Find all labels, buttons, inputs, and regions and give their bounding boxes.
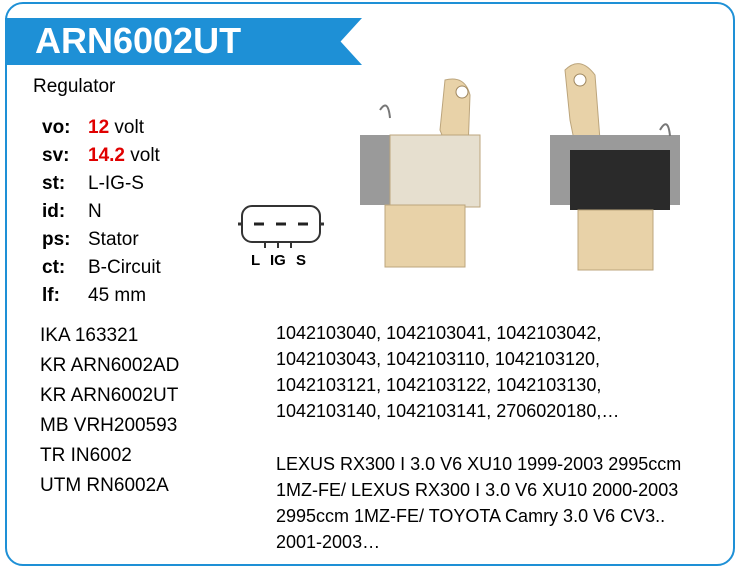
spec-value: 45 mm (88, 285, 147, 306)
spec-key: ct: (42, 257, 66, 278)
cross-ref-item: MB VRH200593 (40, 415, 178, 436)
title-banner: ARN6002UT (5, 18, 362, 65)
spec-key: lf: (42, 285, 60, 306)
spec-value: Stator (88, 229, 139, 250)
spec-value: B-Circuit (88, 257, 161, 278)
spec-row: vo: 12 volt (42, 117, 161, 145)
oe-numbers: 1042103040, 1042103041, 1042103042, 1042… (276, 323, 620, 421)
spec-key: ps: (42, 229, 71, 250)
product-card (5, 2, 735, 566)
cross-ref-item: UTM RN6002A (40, 475, 169, 496)
connector-diagram-icon: L IG S (238, 205, 324, 269)
pin-label: S (296, 252, 306, 269)
product-photo-front (360, 78, 481, 268)
product-title: ARN6002UT (35, 20, 242, 61)
spec-value: N (88, 201, 102, 222)
spec-value: L-IG-S (88, 173, 144, 194)
cross-ref-item: KR ARN6002UT (40, 385, 179, 406)
spec-row: ps: Stator (42, 229, 161, 257)
product-photo-back (550, 63, 680, 271)
pin-label: L (251, 252, 260, 269)
cross-ref-item: TR IN6002 (40, 445, 132, 466)
spec-row: st: L-IG-S (42, 173, 161, 201)
cross-ref-item: IKA 163321 (40, 325, 139, 346)
spec-row: sv: 14.2 volt (42, 145, 161, 173)
spec-key: sv: (42, 145, 70, 166)
spec-unit: volt (114, 117, 144, 138)
cross-ref-item: KR ARN6002AD (40, 355, 180, 376)
spec-row: ct: B-Circuit (42, 257, 161, 285)
spec-key: id: (42, 201, 66, 222)
pin-label: IG (270, 252, 286, 269)
spec-value: 14.2 (88, 145, 125, 166)
product-type: Regulator (33, 76, 116, 97)
spec-value: 12 (88, 117, 110, 138)
spec-unit: volt (130, 145, 160, 166)
spec-key: st: (42, 173, 66, 194)
spec-list: vo: 12 volt sv: 14.2 volt st: L-IG-S id: N p… (42, 117, 161, 313)
spec-key: vo: (42, 117, 71, 138)
spec-row: lf: 45 mm (42, 285, 161, 313)
vehicle-applications: LEXUS RX300 I 3.0 V6 XU10 1999-2003 2995… (276, 454, 682, 552)
cross-reference-list: IKA 163321 KR ARN6002AD KR ARN6002UT MB … (40, 321, 179, 501)
spec-row: id: N (42, 201, 161, 229)
